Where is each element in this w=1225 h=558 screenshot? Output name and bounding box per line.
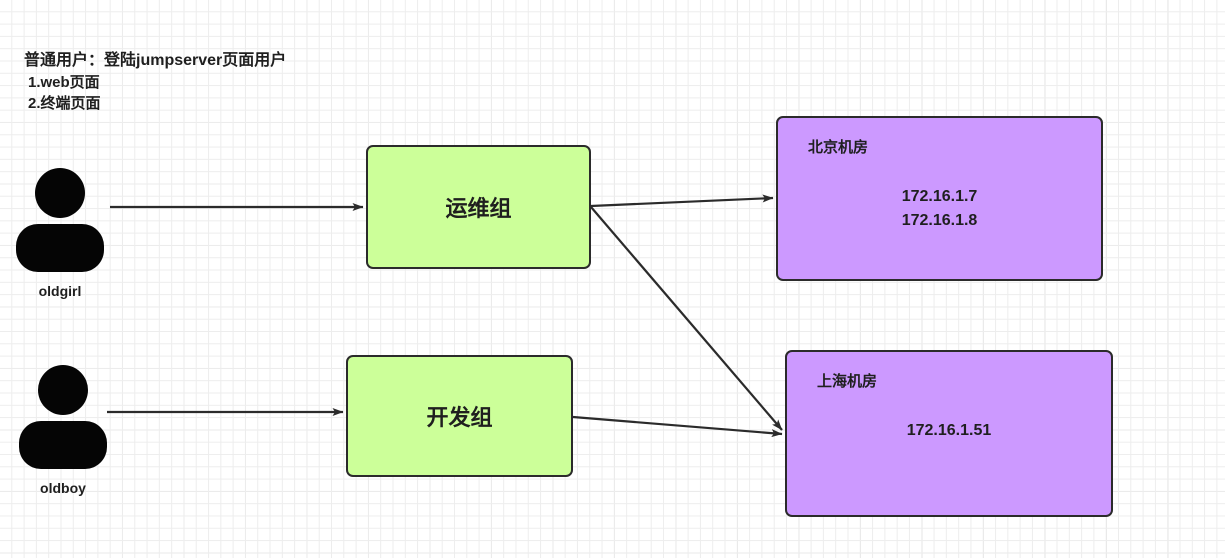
legend-line-1: 1.web页面 bbox=[28, 74, 100, 91]
arrow-dev-group-to-shanghai-room bbox=[572, 415, 783, 438]
shanghai-ip-1: 172.16.1.51 bbox=[906, 422, 992, 439]
shanghai-room-ips: 172.16.1.51 bbox=[787, 419, 1111, 443]
node-beijing-room[interactable]: 北京机房 172.16.1.7 172.16.1.8 bbox=[776, 116, 1103, 281]
person-head-icon bbox=[35, 168, 85, 218]
node-dev-group-label: 开发组 bbox=[426, 405, 493, 430]
actor-oldgirl-label: oldgirl bbox=[38, 283, 82, 299]
actor-oldgirl[interactable]: oldgirl bbox=[5, 168, 115, 299]
beijing-ip-2: 172.16.1.8 bbox=[901, 212, 978, 229]
legend: 普通用户：登陆jumpserver页面用户 1.web页面 2.终端页面 bbox=[24, 50, 286, 114]
beijing-ip-1: 172.16.1.7 bbox=[901, 188, 978, 205]
arrow-ops-group-to-beijing-room bbox=[590, 194, 774, 208]
node-shanghai-room[interactable]: 上海机房 172.16.1.51 bbox=[785, 350, 1113, 517]
person-body-icon bbox=[19, 421, 107, 469]
legend-line-2: 2.终端页面 bbox=[28, 95, 101, 112]
arrow-ops-group-to-shanghai-room bbox=[590, 206, 783, 431]
actor-oldboy-label: oldboy bbox=[40, 480, 86, 496]
person-head-icon bbox=[38, 365, 88, 415]
node-dev-group[interactable]: 开发组 bbox=[346, 355, 573, 477]
person-body-icon bbox=[16, 224, 104, 272]
legend-title: 普通用户：登陆jumpserver页面用户 bbox=[24, 52, 287, 69]
shanghai-room-title: 上海机房 bbox=[817, 373, 878, 390]
beijing-room-title: 北京机房 bbox=[808, 139, 869, 156]
beijing-room-ips: 172.16.1.7 172.16.1.8 bbox=[778, 185, 1101, 233]
actor-oldboy[interactable]: oldboy bbox=[8, 365, 118, 496]
node-ops-group[interactable]: 运维组 bbox=[366, 145, 591, 269]
node-ops-group-label: 运维组 bbox=[445, 196, 512, 221]
